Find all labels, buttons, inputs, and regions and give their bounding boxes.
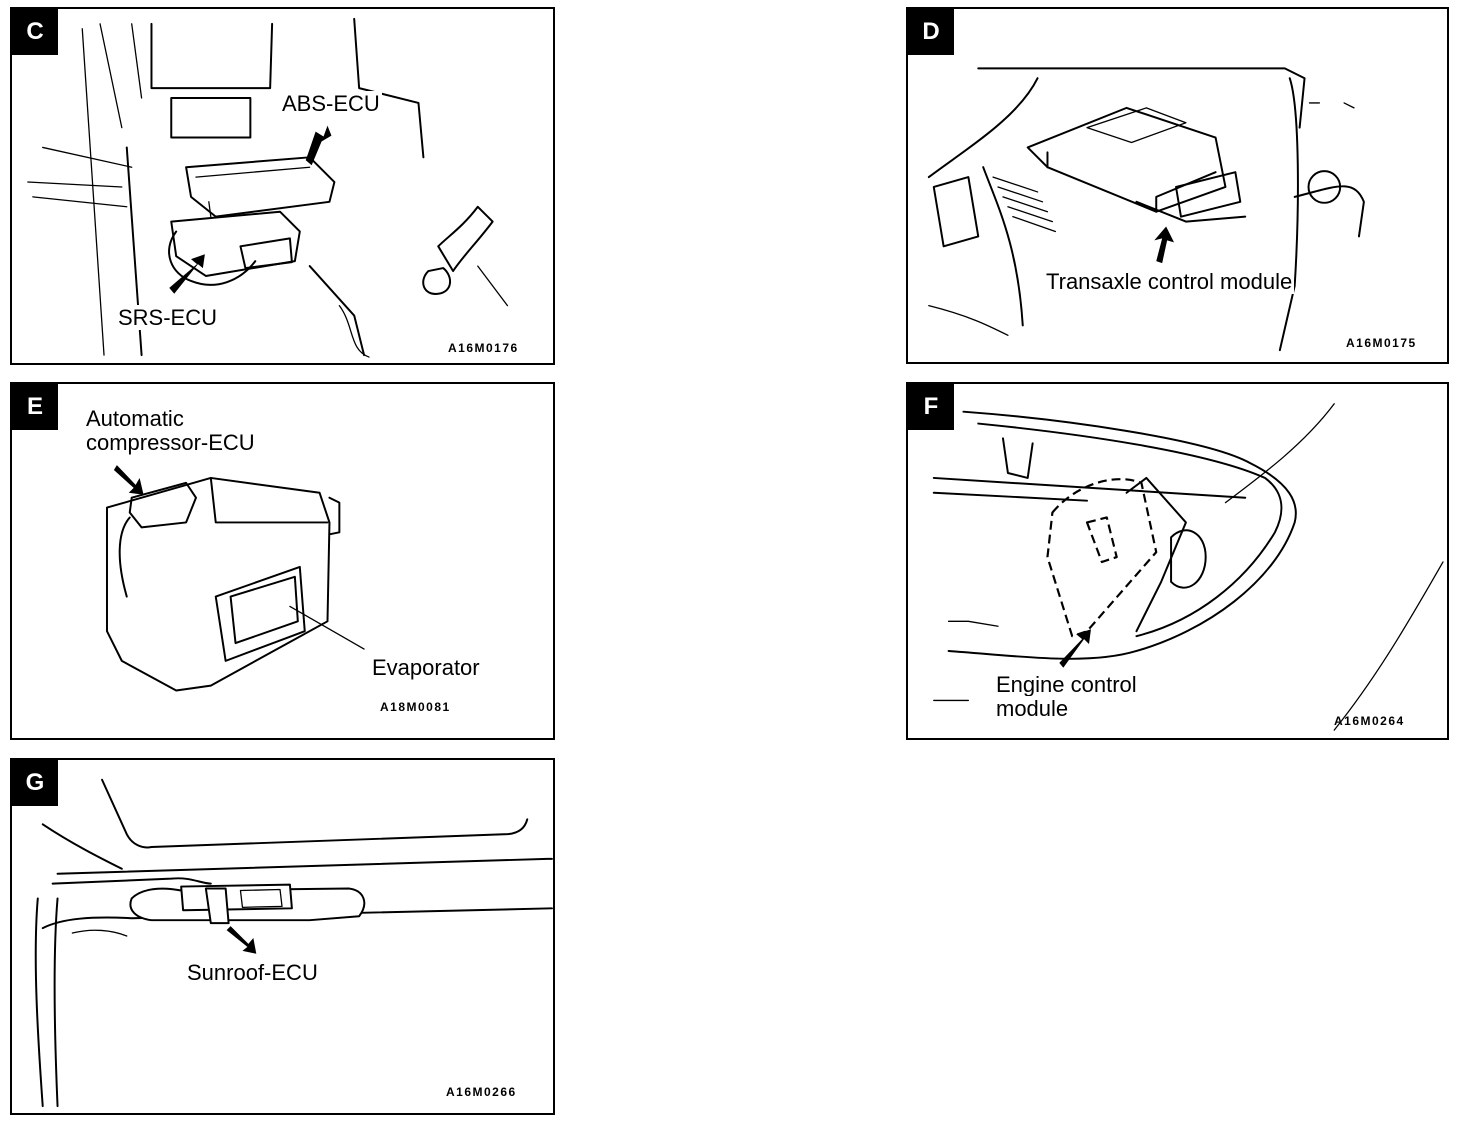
evaporator-drawing bbox=[105, 465, 365, 692]
panel-c: C ABS-ECU SRS-ECU A16M0176 bbox=[10, 7, 555, 365]
arrow-icon bbox=[1059, 629, 1091, 668]
arrow-icon bbox=[1154, 226, 1175, 264]
engine-control-label: Engine control bbox=[994, 672, 1139, 697]
panel-e: E Automatic compressor-ECU Evaporator A1… bbox=[10, 382, 555, 740]
transaxle-module-drawing bbox=[927, 67, 1365, 352]
figure-code: A16M0266 bbox=[446, 1085, 517, 1099]
arrow-icon bbox=[169, 254, 205, 294]
transaxle-module-label: Transaxle control module bbox=[1044, 269, 1295, 294]
dashboard-ecu-drawing bbox=[27, 17, 509, 358]
panel-badge: G bbox=[12, 760, 58, 806]
automatic-label: Automatic bbox=[84, 406, 186, 431]
sunroof-ecu-label: Sunroof-ECU bbox=[185, 960, 320, 985]
sunroof-drawing bbox=[34, 778, 553, 1108]
panel-g: G Sunroof-ECU A16M0266 bbox=[10, 758, 555, 1115]
panel-badge: F bbox=[908, 384, 954, 430]
arrow-icon bbox=[113, 465, 144, 495]
compressor-ecu-label: compressor-ECU bbox=[84, 430, 257, 455]
figure-code: A16M0264 bbox=[1334, 714, 1405, 728]
panel-badge: D bbox=[908, 9, 954, 55]
panel-badge: C bbox=[12, 9, 58, 55]
panel-d: D Transaxle control module A16M0175 bbox=[906, 7, 1449, 364]
evaporator-label: Evaporator bbox=[370, 655, 482, 680]
panel-badge: E bbox=[12, 384, 58, 430]
srs-ecu-label: SRS-ECU bbox=[116, 305, 220, 330]
glovebox-module-drawing bbox=[932, 403, 1444, 731]
module-label: module bbox=[994, 696, 1071, 721]
arrow-icon bbox=[226, 926, 257, 954]
figure-code: A18M0081 bbox=[380, 700, 451, 714]
abs-ecu-label: ABS-ECU bbox=[280, 91, 382, 116]
panel-f: F Engine control module A16M0264 bbox=[906, 382, 1449, 740]
figure-code: A16M0176 bbox=[448, 341, 519, 355]
figure-code: A16M0175 bbox=[1346, 336, 1417, 350]
arrow-icon bbox=[305, 125, 332, 166]
